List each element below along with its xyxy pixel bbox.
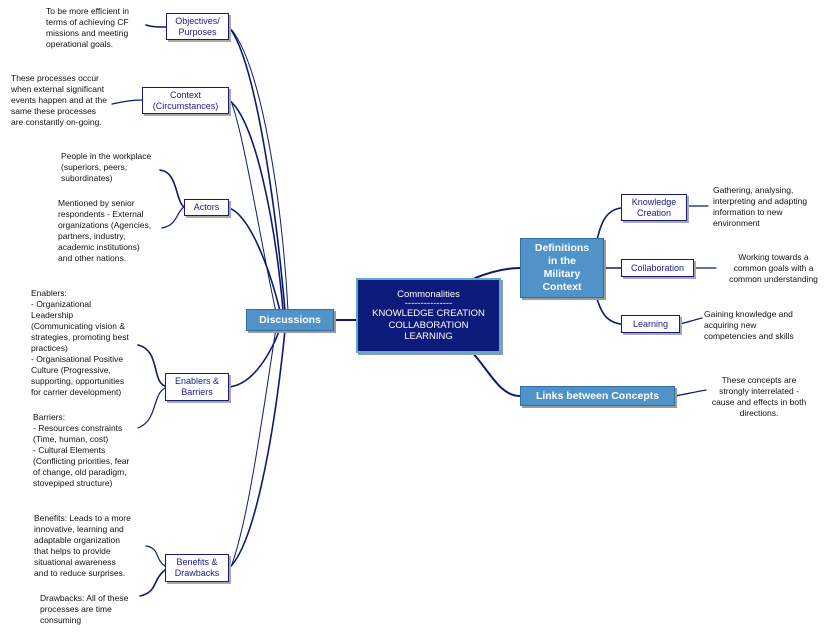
link-discussions-enablers [228,328,281,388]
enablers-barriers-label: Enablers & Barriers [174,376,220,397]
discussions-node[interactable]: Discussions [246,309,334,331]
link-center-definitions [474,267,521,279]
learning-node[interactable]: Learning [621,315,680,333]
central-line-knowledge-creation: KNOWLEDGE CREATION [372,308,485,319]
link-discussions-benefits [228,329,286,569]
links-between-concepts-note: These concepts are strongly interrelated… [711,375,807,418]
link-context-note [111,99,143,105]
enablers-note: Enablers: - Organizational Leadership (C… [31,288,129,397]
objectives-node[interactable]: Objectives/ Purposes [166,13,229,40]
link-benefits-note1 [145,545,166,567]
link-enablers-note2 [137,387,166,429]
barriers-note: Barriers: - Resources constraints (Time,… [33,412,130,488]
definitions-label: Definitions in the Military Context [534,242,590,293]
context-label: Context (Circumstances) [152,89,219,111]
links-between-concepts-label: Links between Concepts [535,389,660,402]
collaboration-note: Working towards a common goals with a co… [729,252,818,284]
link-actors-note2 [161,206,185,229]
link-objectives-note [145,24,167,28]
central-heading: Commonalities [397,288,460,300]
link-discussions-context [228,99,284,311]
link-enablers-note1 [137,344,166,387]
collaboration-node[interactable]: Collaboration [621,259,694,277]
knowledge-creation-note: Gathering, analysing, interpreting and a… [713,185,808,228]
actors-note-external: Mentioned by senior respondents - Extern… [58,198,152,263]
actors-note-people: People in the workplace (superiors, peer… [61,151,152,183]
enablers-barriers-node[interactable]: Enablers & Barriers [165,373,229,401]
link-links-note [674,389,707,397]
learning-label: Learning [632,318,669,329]
objectives-note: To be more efficient in terms of achievi… [46,6,129,49]
link-discussions-objectives [228,26,286,311]
link-actors-note1 [159,169,185,208]
definitions-node[interactable]: Definitions in the Military Context [520,238,604,298]
actors-label: Actors [193,202,220,212]
link-center-links [471,351,521,397]
discussions-label: Discussions [259,313,321,326]
learning-note: Gaining knowledge and acquiring new comp… [704,309,794,341]
benefits-drawbacks-label: Benefits & Drawbacks [174,557,220,578]
benefits-note: Benefits: Leads to a more innovative, le… [34,513,131,578]
link-discussions-actors [228,207,281,312]
central-topic[interactable]: Commonalities --------------- KNOWLEDGE … [356,278,501,353]
knowledge-creation-label: Knowledge Creation [631,196,677,218]
link-learning-note [679,317,703,325]
benefits-drawbacks-node[interactable]: Benefits & Drawbacks [165,554,229,582]
link-benefits-note2 [139,569,166,597]
context-note: These processes occur when external sign… [11,73,107,127]
actors-node[interactable]: Actors [184,199,229,216]
collaboration-label: Collaboration [630,262,685,273]
context-node[interactable]: Context (Circumstances) [142,87,229,114]
central-line-collaboration: COLLABORATION [388,319,469,331]
link-definitions-learning [595,294,622,325]
central-divider: --------------- [404,298,453,309]
objectives-label: Objectives/ Purposes [175,15,220,37]
drawbacks-note: Drawbacks: All of these processes are ti… [40,593,129,625]
central-line-learning: LEARNING [404,331,453,342]
knowledge-creation-node[interactable]: Knowledge Creation [621,194,687,221]
links-between-concepts-node[interactable]: Links between Concepts [520,386,675,406]
